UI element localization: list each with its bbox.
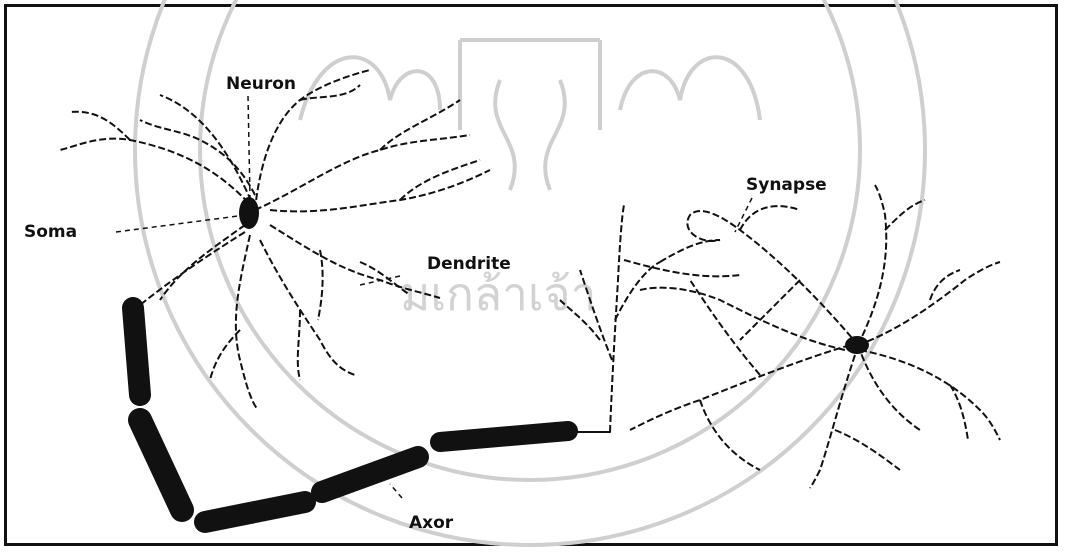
dendrite-branch <box>260 240 355 375</box>
neuron-label: Neuron <box>226 74 296 94</box>
dendrite-label: Dendrite <box>427 254 511 274</box>
seal-ornament-left <box>300 57 440 120</box>
dendrite-branch <box>70 112 130 140</box>
terminal-branch <box>610 205 624 432</box>
dendrite-branch <box>270 170 490 211</box>
dendrite-branch <box>318 250 323 320</box>
dendrite-branch <box>60 139 255 210</box>
myelin-segment <box>322 457 418 492</box>
axon-leader-line <box>390 484 402 498</box>
synapse-connection <box>660 240 720 262</box>
dendrite-branch <box>140 120 255 195</box>
dendrite-branch <box>298 310 300 380</box>
dendrite-branch <box>380 100 460 150</box>
dendrite-branch <box>860 350 1000 440</box>
dendrite-branch <box>858 185 886 345</box>
synapse-label: Synapse <box>746 175 827 195</box>
right-soma-body <box>845 336 869 354</box>
axon-hillock <box>140 232 245 305</box>
soma-leader-line <box>116 216 238 232</box>
myelin-segment <box>440 431 568 442</box>
terminal-branch <box>615 262 660 320</box>
dendrite-branch <box>255 135 470 210</box>
seal-ornament-naga <box>495 80 565 190</box>
dendrite-branch <box>835 430 900 470</box>
axon <box>133 308 610 522</box>
synapse-connection <box>624 260 740 276</box>
seal-ornament-right <box>620 57 760 120</box>
soma-label: Soma <box>24 222 77 242</box>
axon-label: Axor <box>409 513 454 533</box>
myelin-segment <box>140 420 182 510</box>
soma-body <box>239 197 259 229</box>
synapse-leader-line <box>735 198 752 232</box>
myelin-segment <box>133 308 140 395</box>
dendrite-branch <box>630 345 850 430</box>
myelin-segment <box>205 502 305 522</box>
seal-inner-ring <box>200 0 860 480</box>
seal-ornament-center <box>460 40 600 130</box>
dendrite-branch <box>740 280 800 340</box>
dendrite-branch <box>740 206 800 230</box>
dendrite-branch <box>950 385 968 440</box>
